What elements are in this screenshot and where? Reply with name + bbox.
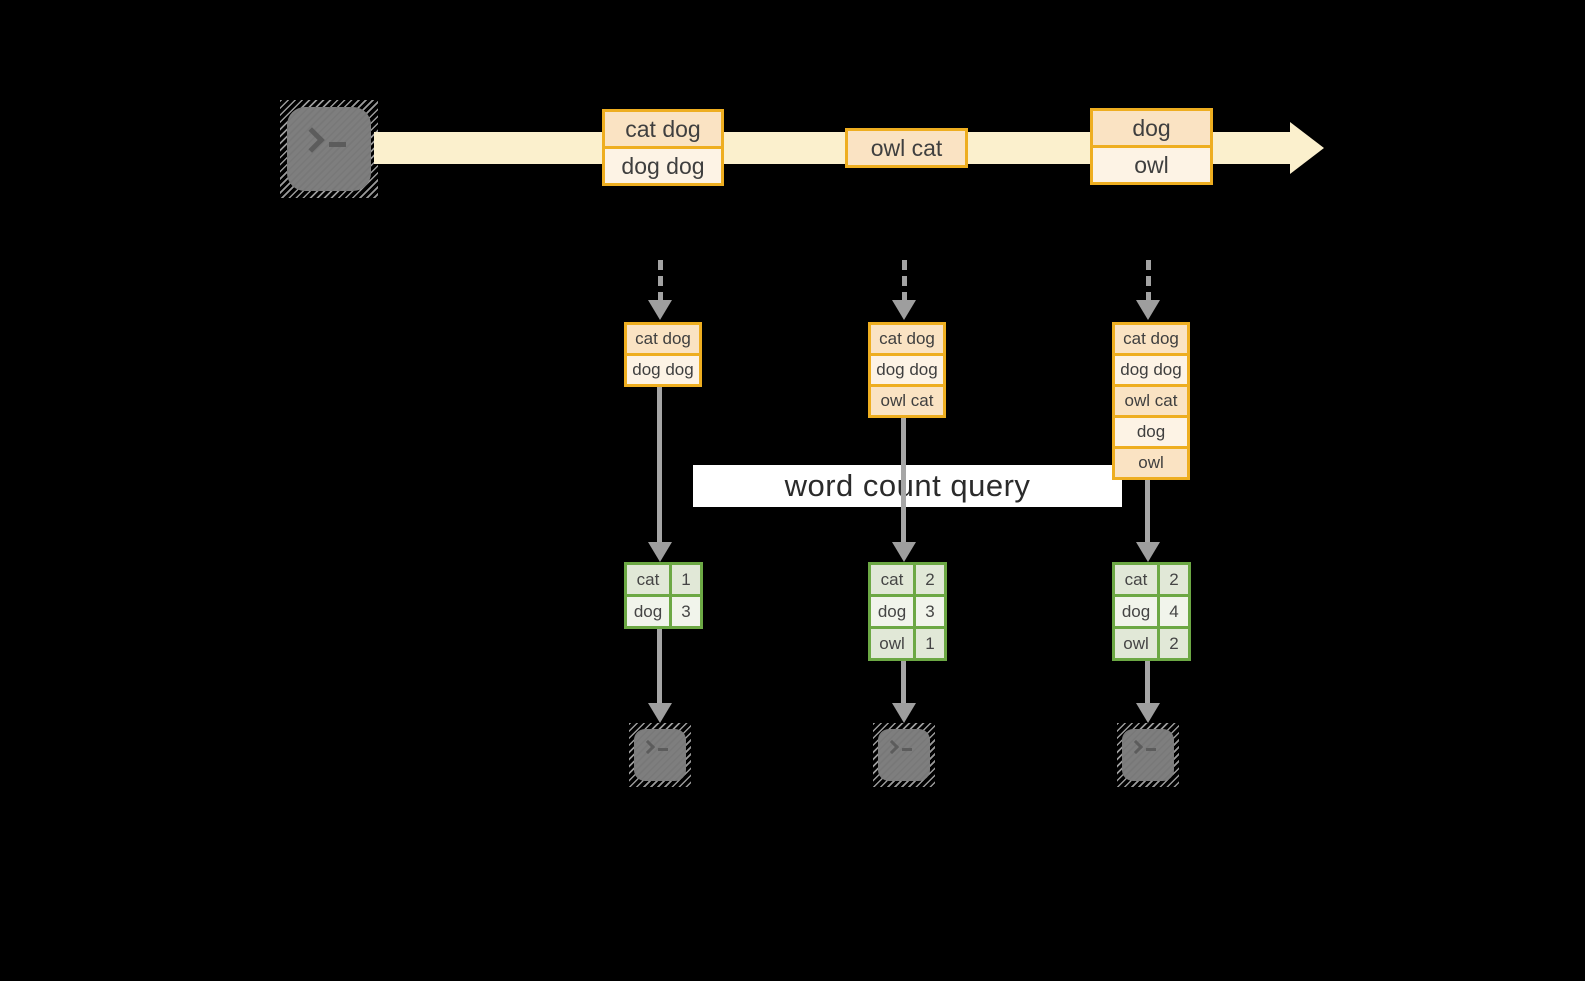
terminal-prompt-icon (1122, 729, 1174, 781)
table-cell-word: owl (871, 629, 913, 658)
terminal-prompt-icon (634, 729, 686, 781)
connector-arrow (657, 387, 662, 542)
table-cell-count: 2 (913, 565, 944, 594)
batch-cell: dog (1093, 111, 1210, 145)
table-row: cat 2 (1115, 565, 1188, 594)
buffer-cell: dog dog (871, 353, 943, 384)
connector-arrowhead-icon (892, 703, 916, 723)
table-row: cat 1 (627, 565, 700, 594)
stream-batch-box: owl cat (845, 128, 968, 168)
table-cell-word: dog (627, 597, 669, 626)
dashed-arrow (658, 260, 663, 302)
connector-arrowhead-icon (648, 703, 672, 723)
table-cell-count: 1 (669, 565, 700, 594)
terminal-prompt-icon (878, 729, 930, 781)
table-row: cat 2 (871, 565, 944, 594)
dashed-arrowhead-icon (648, 300, 672, 320)
batch-cell: owl (1093, 145, 1210, 182)
table-cell-word: cat (1115, 565, 1157, 594)
table-row: dog 4 (1115, 594, 1188, 626)
stream-arrowhead-icon (1290, 122, 1324, 174)
buffer-cell: owl cat (1115, 384, 1187, 415)
word-count-table: cat 2 dog 4 owl 2 (1112, 562, 1191, 661)
table-cell-word: cat (871, 565, 913, 594)
connector-arrow (901, 661, 906, 703)
table-cell-word: dog (871, 597, 913, 626)
terminal-source-icon (280, 100, 378, 198)
table-cell-word: owl (1115, 629, 1157, 658)
table-cell-count: 3 (669, 597, 700, 626)
table-cell-count: 3 (913, 597, 944, 626)
table-cell-word: cat (627, 565, 669, 594)
table-row: dog 3 (627, 594, 700, 626)
stream-batch-box: cat dog dog dog (602, 109, 724, 186)
table-row: owl 2 (1115, 626, 1188, 658)
micro-batch-buffer: cat dog dog dog owl cat (868, 322, 946, 418)
stream-batch-box: dog owl (1090, 108, 1213, 185)
table-cell-count: 1 (913, 629, 944, 658)
connector-arrowhead-icon (648, 542, 672, 562)
buffer-cell: dog dog (627, 353, 699, 384)
connector-arrowhead-icon (1136, 542, 1160, 562)
dashed-arrowhead-icon (1136, 300, 1160, 320)
table-cell-count: 2 (1157, 629, 1188, 658)
dashed-arrow (1146, 260, 1151, 302)
table-row: dog 3 (871, 594, 944, 626)
word-count-table: cat 1 dog 3 (624, 562, 703, 629)
dashed-arrow (902, 260, 907, 302)
table-cell-word: dog (1115, 597, 1157, 626)
connector-arrowhead-icon (892, 542, 916, 562)
buffer-cell: owl cat (871, 384, 943, 415)
connector-arrow (1145, 480, 1150, 542)
batch-cell: dog dog (605, 146, 721, 183)
connector-arrow (901, 418, 906, 542)
buffer-cell: dog dog (1115, 353, 1187, 384)
buffer-cell: dog (1115, 415, 1187, 446)
connector-arrow (657, 629, 662, 703)
buffer-cell: cat dog (627, 325, 699, 353)
batch-cell: owl cat (848, 131, 965, 165)
terminal-sink-icon (873, 723, 935, 787)
micro-batch-buffer: cat dog dog dog owl cat dog owl (1112, 322, 1190, 480)
word-count-table: cat 2 dog 3 owl 1 (868, 562, 947, 661)
dashed-arrowhead-icon (892, 300, 916, 320)
connector-arrowhead-icon (1136, 703, 1160, 723)
table-row: owl 1 (871, 626, 944, 658)
terminal-sink-icon (629, 723, 691, 787)
table-cell-count: 4 (1157, 597, 1188, 626)
terminal-prompt-icon (287, 107, 371, 191)
buffer-cell: owl (1115, 446, 1187, 477)
buffer-cell: cat dog (871, 325, 943, 353)
terminal-sink-icon (1117, 723, 1179, 787)
table-cell-count: 2 (1157, 565, 1188, 594)
buffer-cell: cat dog (1115, 325, 1187, 353)
query-banner: word count query (693, 465, 1122, 507)
connector-arrow (1145, 661, 1150, 703)
micro-batch-buffer: cat dog dog dog (624, 322, 702, 387)
batch-cell: cat dog (605, 112, 721, 146)
query-banner-label: word count query (784, 468, 1031, 503)
